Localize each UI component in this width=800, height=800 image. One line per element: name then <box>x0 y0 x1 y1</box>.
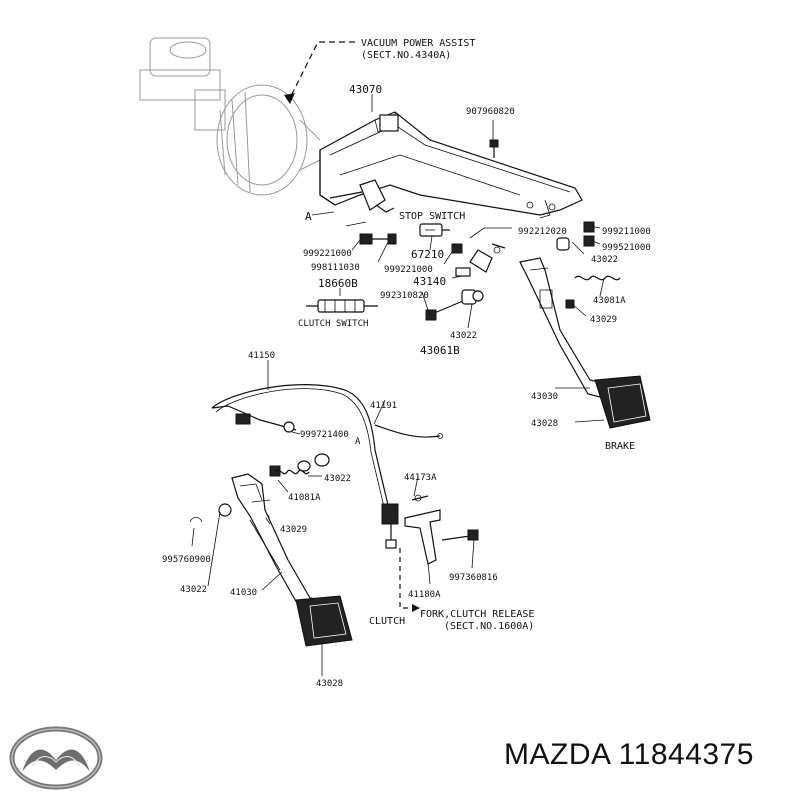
label-43061b: 43061B <box>420 344 460 357</box>
clutch-pedal-41030 <box>231 473 353 647</box>
label-998111030: 998111030 <box>311 263 360 273</box>
label-43140: 43140 <box>413 275 446 288</box>
bolt-907960820 <box>489 120 499 158</box>
label-43081a: 43081A <box>593 296 626 306</box>
label-43029-low: 43029 <box>280 525 307 535</box>
label-43022-bottom: 43022 <box>180 585 207 595</box>
brake-clevis-parts <box>425 243 506 321</box>
label-907960820: 907960820 <box>466 107 515 117</box>
clutch-cable-41150 <box>211 384 443 549</box>
brake-pedal-43030 <box>519 257 651 429</box>
label-43028-bottom: 43028 <box>316 679 343 689</box>
label-stop-switch: STOP SWITCH <box>399 211 465 222</box>
label-43028-top: 43028 <box>531 419 558 429</box>
label-41150: 41150 <box>248 351 275 361</box>
label-44173a: 44173A <box>404 473 437 483</box>
label-43022-mid: 43022 <box>450 331 477 341</box>
label-43022-low: 43022 <box>324 474 351 484</box>
label-43022-top: 43022 <box>591 255 618 265</box>
vacuum-booster-drawing <box>139 37 321 196</box>
label-41030: 41030 <box>230 588 257 598</box>
brake-return-parts <box>556 221 621 309</box>
vacuum-note-line1: VACUUM POWER ASSIST <box>361 38 475 49</box>
vacuum-note-line2: (SECT.NO.4340A) <box>361 50 451 61</box>
label-43070: 43070 <box>349 83 382 96</box>
clutch-switch-18660b <box>306 299 378 313</box>
stop-switch-parts <box>359 204 450 245</box>
label-41191: 41191 <box>370 401 397 411</box>
vacuum-leader <box>284 41 355 104</box>
label-fork-line1: FORK,CLUTCH RELEASE <box>420 609 534 620</box>
label-18660b: 18660B <box>318 277 358 290</box>
label-67210: 67210 <box>411 248 444 261</box>
label-999721400: 999721400 <box>300 430 349 440</box>
label-a-top: A <box>305 210 312 223</box>
fork-leader <box>399 548 420 612</box>
label-41081a: 41081A <box>288 493 321 503</box>
brand-part-number: MAZDA 11844375 <box>504 738 754 771</box>
label-clutch: CLUTCH <box>369 616 405 627</box>
label-a-bottom: A <box>355 437 361 447</box>
label-clutch-switch: CLUTCH SWITCH <box>298 319 368 329</box>
part-labels: VACUUM POWER ASSIST (SECT.NO.4340A) 4307… <box>162 38 651 689</box>
pedal-bracket-43070 <box>319 111 583 219</box>
leader-lines <box>191 94 605 676</box>
label-992310820: 992310820 <box>380 291 429 301</box>
label-999211000: 999211000 <box>602 227 651 237</box>
fork-bracket-41180a <box>404 494 479 565</box>
label-992212020: 992212020 <box>518 227 567 237</box>
label-997360816: 997360816 <box>449 573 498 583</box>
label-43029-top: 43029 <box>590 315 617 325</box>
label-43030: 43030 <box>531 392 558 402</box>
label-brake: BRAKE <box>605 441 635 452</box>
label-999521000: 999521000 <box>602 243 651 253</box>
mazda-logo-icon <box>9 726 103 790</box>
label-999221000-left: 999221000 <box>303 249 352 259</box>
label-41180a: 41180A <box>408 590 441 600</box>
label-999221000-mid: 999221000 <box>384 265 433 275</box>
label-fork-line2: (SECT.NO.1600A) <box>444 621 534 632</box>
label-995760900: 995760900 <box>162 555 211 565</box>
